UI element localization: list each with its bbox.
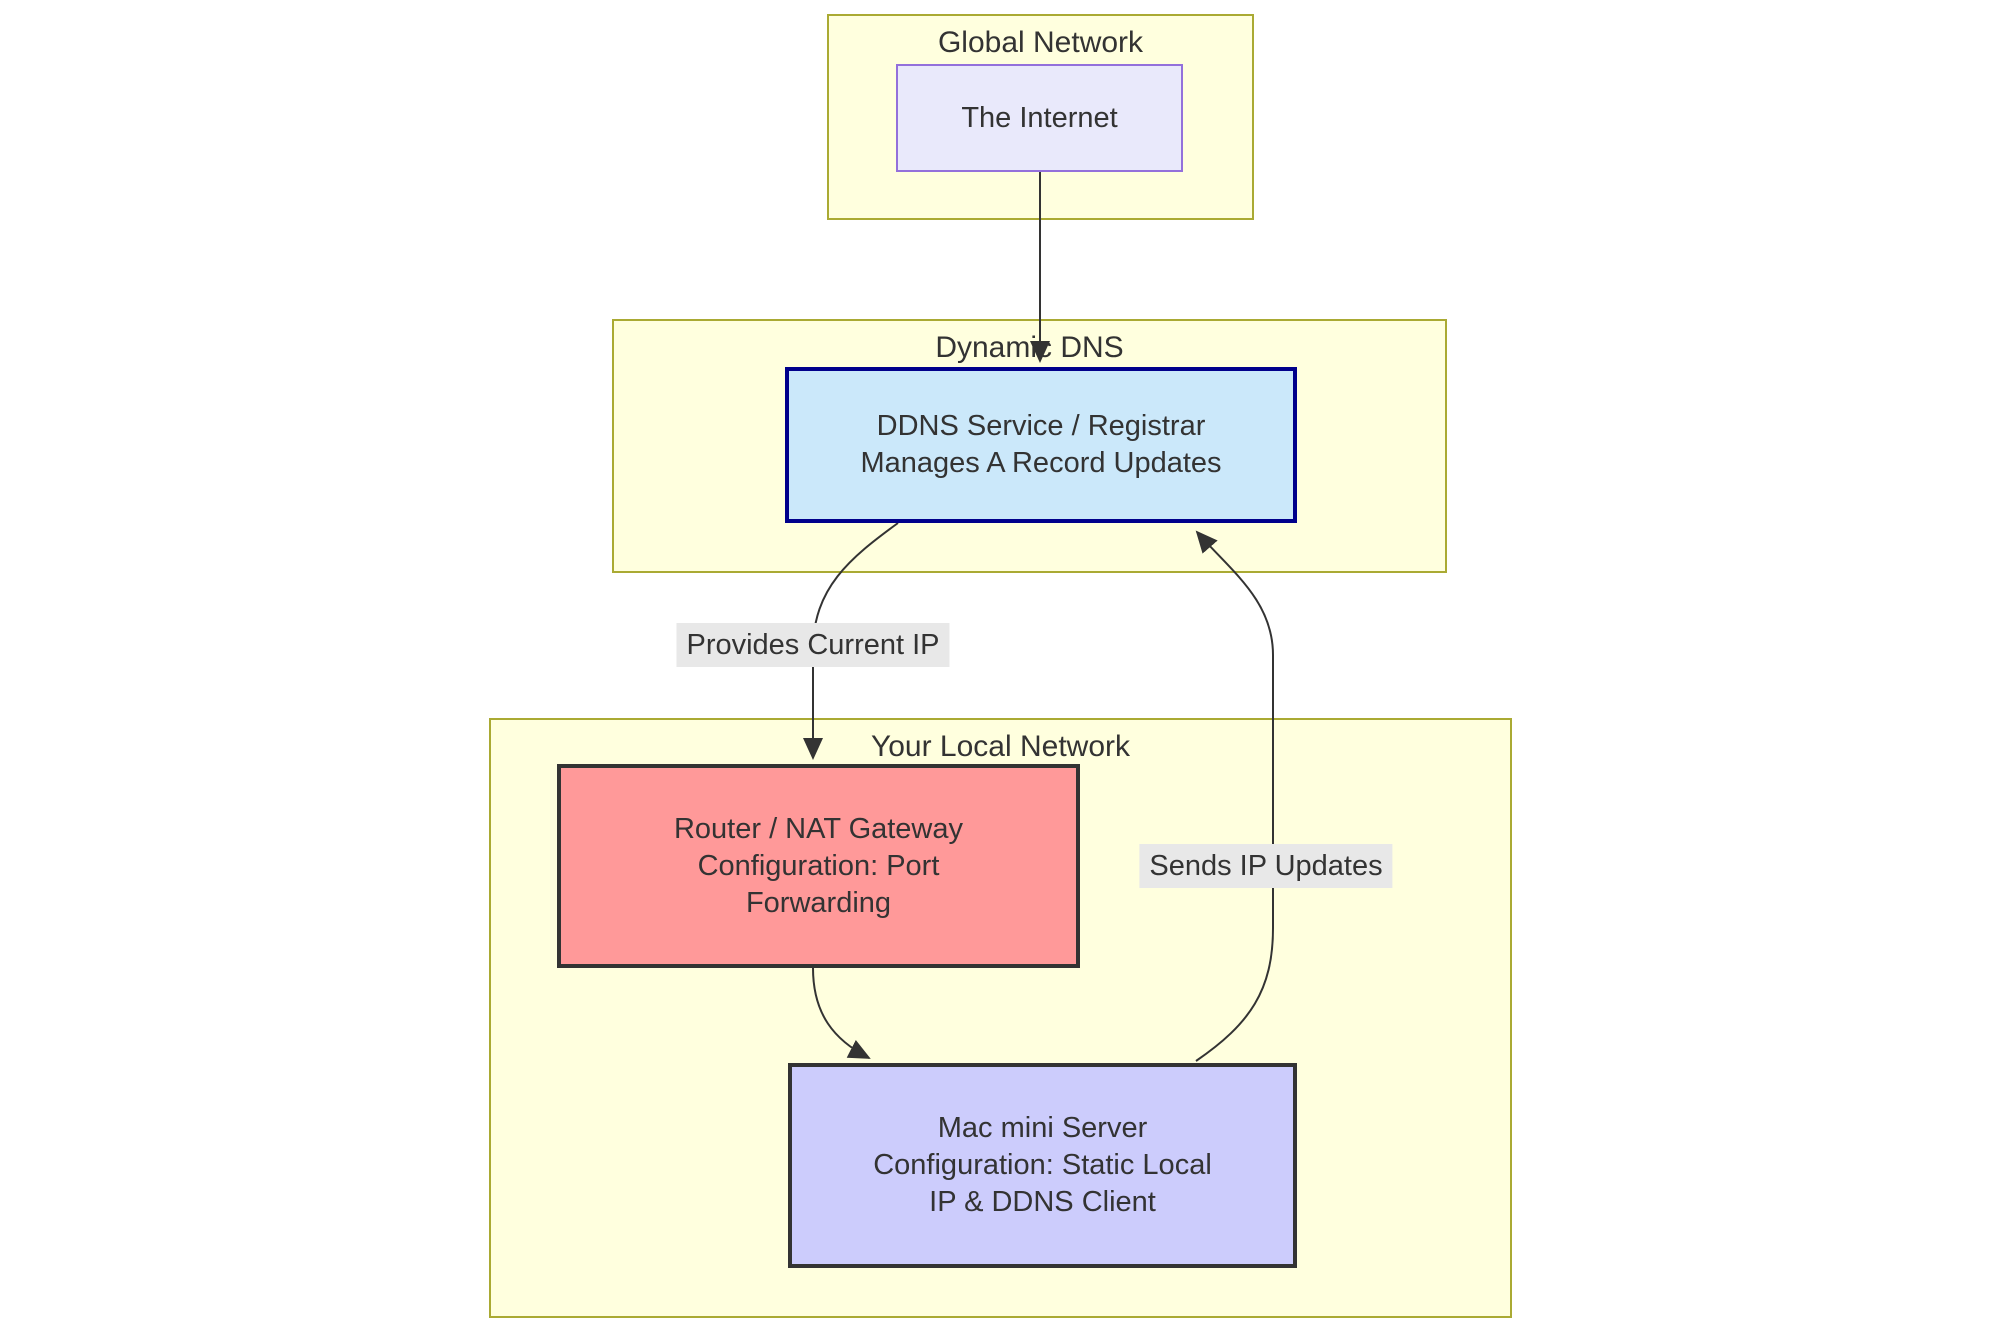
node-router-label-line3: Forwarding <box>745 886 892 919</box>
cluster-global-network-title: Global Network <box>937 26 1144 59</box>
node-router: Router / NAT Gateway Configuration: Port… <box>557 764 1080 968</box>
edge-label-provides-current-ip: Provides Current IP <box>676 623 950 667</box>
edge-label-sends-ip-updates: Sends IP Updates <box>1139 844 1393 888</box>
node-router-label-line2: Configuration: Port <box>697 849 940 882</box>
node-mac-mini-label-line2: Configuration: Static Local <box>873 1149 1212 1181</box>
node-router-label-line1: Router / NAT Gateway <box>673 812 964 845</box>
cluster-dynamic-dns-title: Dynamic DNS <box>935 331 1124 364</box>
node-mac-mini-label-line3: IP & DDNS Client <box>929 1186 1156 1218</box>
node-mac-mini-label-line1: Mac mini Server <box>937 1112 1148 1144</box>
node-ddns-service-label-line2: Manages A Record Updates <box>860 447 1222 479</box>
node-ddns-service: DDNS Service / Registrar Manages A Recor… <box>785 367 1297 523</box>
node-mac-mini-server: Mac mini Server Configuration: Static Lo… <box>788 1063 1297 1268</box>
cluster-your-local-network-title: Your Local Network <box>870 730 1131 763</box>
node-ddns-service-label-line1: DDNS Service / Registrar <box>876 410 1206 442</box>
node-internet-label: The Internet <box>961 101 1118 134</box>
node-internet: The Internet <box>896 64 1183 172</box>
